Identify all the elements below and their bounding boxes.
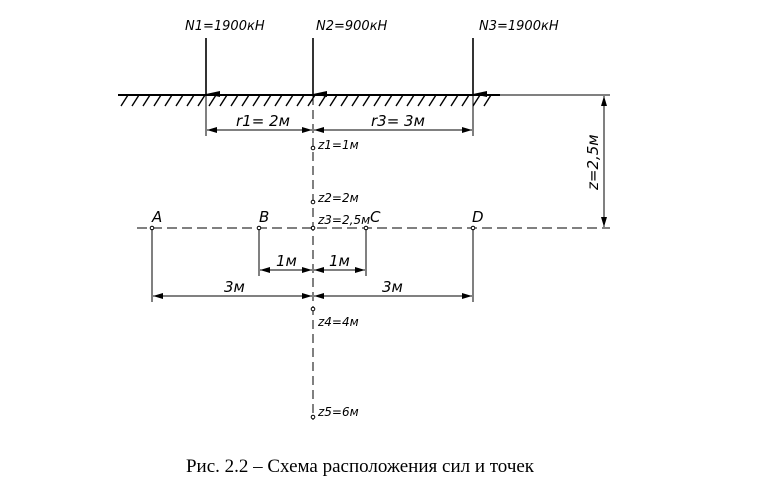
dimension-3m: 3м 3м: [151, 229, 474, 302]
force-n3-label: N3=1900кН: [479, 19, 559, 34]
point-c-label: C: [370, 208, 381, 226]
points-line: A B C D: [137, 208, 610, 231]
depth-z3-label: z3=2,5м: [317, 213, 370, 227]
force-n2-label: N2=900кН: [316, 19, 388, 34]
z-total-label: z=2,5м: [584, 134, 602, 191]
bc-left-label: 1м: [276, 252, 297, 270]
depth-z5-label: z5=6м: [317, 405, 359, 419]
dimension-1m: 1м 1м: [258, 229, 367, 276]
cd-label: 3м: [382, 278, 403, 296]
bc-right-label: 1м: [329, 252, 350, 270]
ab-label: 3м: [224, 278, 245, 296]
ground-surface: [118, 94, 610, 107]
r1-label: r1= 2м: [236, 112, 290, 130]
depth-z4-label: z4=4м: [317, 315, 359, 329]
r3-label: r3= 3м: [371, 112, 425, 130]
force-n3: N3=1900кН: [472, 19, 559, 97]
depth-z2-label: z2=2м: [317, 191, 359, 205]
force-n1: N1=1900кН: [185, 19, 265, 97]
depth-axis: z1=1м z2=2м z3=2,5м z4=4м z5=6м: [310, 96, 370, 420]
point-d-label: D: [472, 208, 484, 226]
point-a-label: A: [151, 208, 162, 226]
dimension-r1-r3: r1= 2м r3= 3м: [205, 96, 474, 136]
force-n1-label: N1=1900кН: [185, 19, 265, 34]
depth-z1-label: z1=1м: [317, 138, 359, 152]
dimension-z: z=2,5м: [584, 96, 607, 227]
force-n2: N2=900кН: [312, 19, 388, 97]
point-b-label: B: [259, 208, 269, 226]
figure-caption: Рис. 2.2 – Схема расположения сил и точе…: [185, 456, 535, 477]
